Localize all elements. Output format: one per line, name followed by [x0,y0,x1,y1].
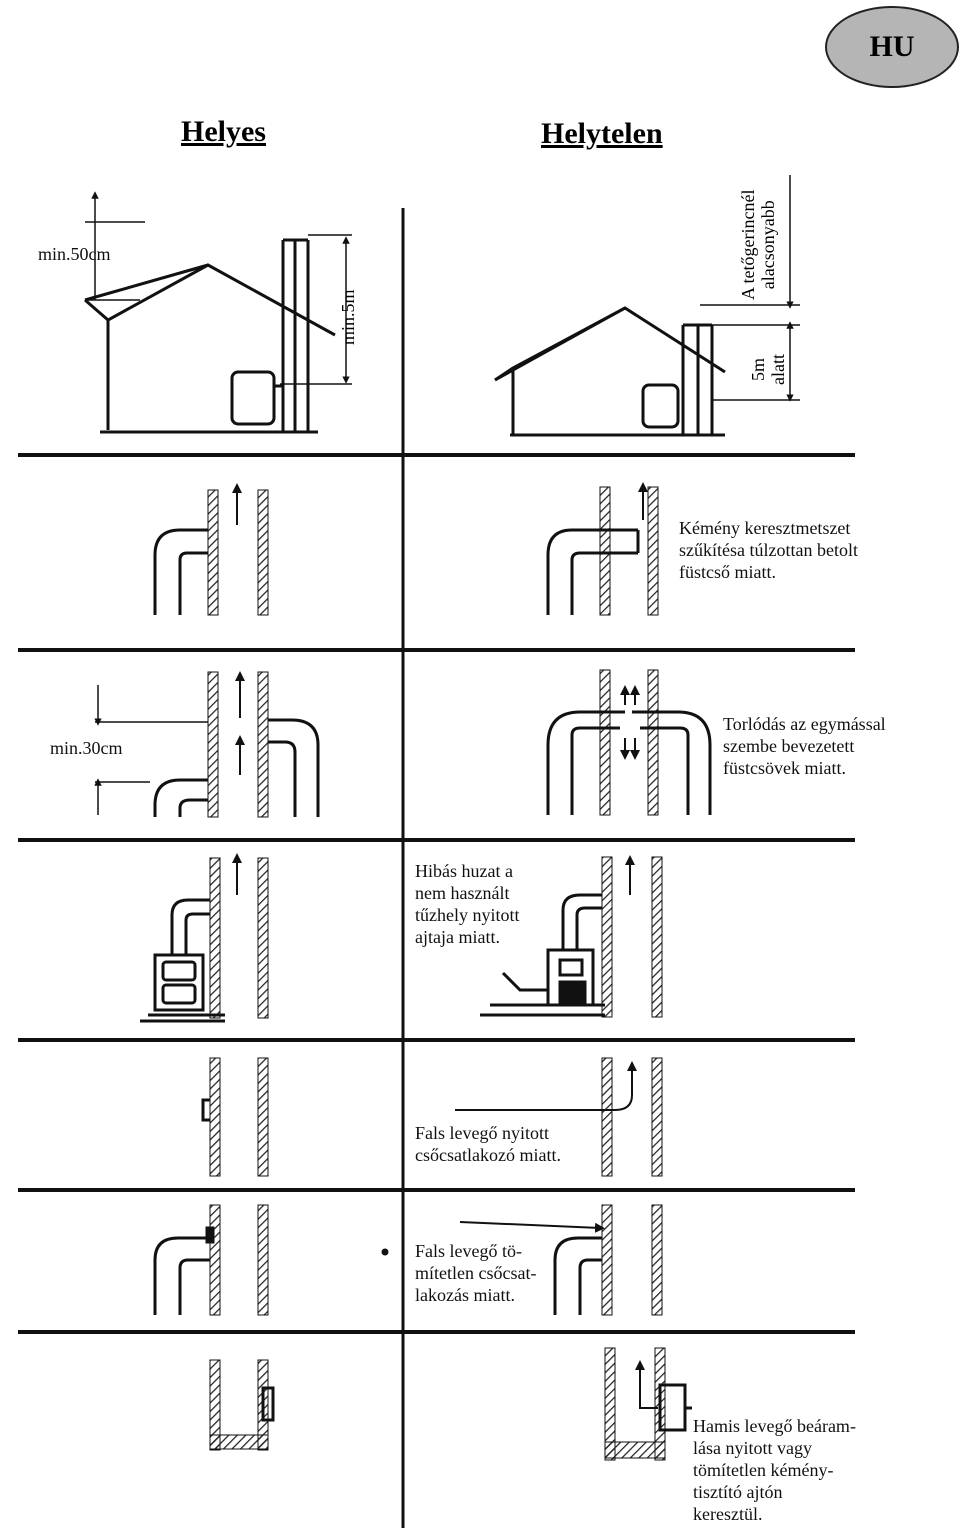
stove-incorrect [480,855,663,1018]
label-min30cm: min.30cm [50,738,123,758]
label-min50cm: min.50cm [38,244,111,264]
sealed-joint-incorrect [381,1204,663,1316]
sealed-joint-correct [153,1204,269,1316]
label-fireplace: Hibás huzat a nem használt tűzhely nyito… [415,861,520,947]
label-cleaning-door: Hamis levegő beáram- lása nyitott vagy t… [693,1416,856,1524]
cleaning-door-incorrect [604,1347,692,1461]
label-min5m: min.5m [338,289,358,345]
label-unsealed: Fals levegő tö- mítetlen csőcsat- lakozá… [415,1241,537,1305]
house-incorrect [494,175,800,437]
label-ridge-lower: A tetőgerincnél alacsonyabb [738,189,778,300]
label-congestion: Torlódás az egymással szembe bevezetett … [723,714,886,778]
stove-correct [140,853,269,1023]
cleaning-door-correct [209,1359,275,1451]
two-flues-incorrect [546,669,712,816]
connector-correct [201,1057,269,1177]
house-correct [84,191,352,434]
flue-incorrect-narrowed [546,482,659,616]
label-narrowing: Kémény keresztmetszet szűkítésa túlzotta… [679,518,858,582]
language-badge: HU [825,6,959,88]
two-flues-correct [94,671,320,818]
title-incorrect: Helytelen [541,117,663,150]
label-open-connector: Fals levegő nyitott csőcsatlakozó miatt. [415,1123,561,1165]
title-correct: Helyes [181,115,266,148]
label-under-5m: 5m alatt [748,354,788,385]
connector-incorrect [455,1057,663,1177]
flue-correct [153,483,269,616]
